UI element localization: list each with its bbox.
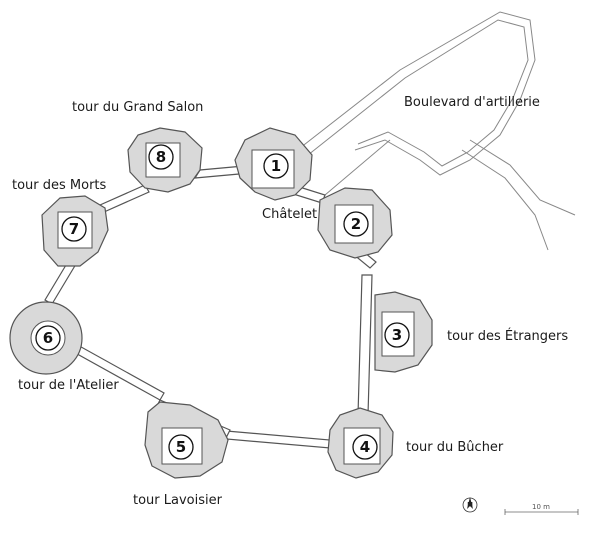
svg-text:1: 1 (271, 157, 281, 175)
svg-text:2: 2 (351, 215, 361, 233)
tower-badge-1: 1 (263, 153, 289, 179)
label-tour-etrangers: tour des Étrangers (447, 329, 569, 344)
label-boulevard: Boulevard d'artillerie (404, 95, 540, 110)
label-tour-lavoisier: tour Lavoisier (133, 493, 222, 508)
svg-text:N: N (467, 501, 473, 509)
svg-text:3: 3 (392, 326, 402, 344)
tower-badge-3: 3 (384, 322, 410, 348)
tower-badge-7: 7 (61, 216, 87, 242)
svg-text:6: 6 (43, 329, 53, 347)
tower-badge-4: 4 (352, 434, 378, 460)
label-chatelet: Châtelet (262, 207, 318, 222)
svg-text:4: 4 (360, 438, 370, 456)
svg-text:5: 5 (176, 438, 186, 456)
label-tour-bucher: tour du Bûcher (406, 440, 504, 455)
scale-bar: 10 m (504, 503, 579, 515)
tower-badge-6: 6 (35, 325, 61, 351)
north-arrow-icon: N (462, 497, 478, 513)
tower-number-badges: 1 2 3 4 5 6 7 8 (35, 144, 410, 460)
boulevard-outline (299, 11, 576, 251)
label-tour-grand-salon: tour du Grand Salon (72, 100, 204, 115)
label-tour-morts: tour des Morts (12, 178, 107, 193)
svg-text:8: 8 (156, 148, 166, 166)
tower-badge-5: 5 (168, 434, 194, 460)
tower-badge-8: 8 (148, 144, 174, 170)
tower-badge-2: 2 (343, 211, 369, 237)
svg-text:7: 7 (69, 220, 79, 238)
label-tour-atelier: tour de l'Atelier (18, 378, 119, 393)
svg-text:10 m: 10 m (532, 503, 550, 511)
